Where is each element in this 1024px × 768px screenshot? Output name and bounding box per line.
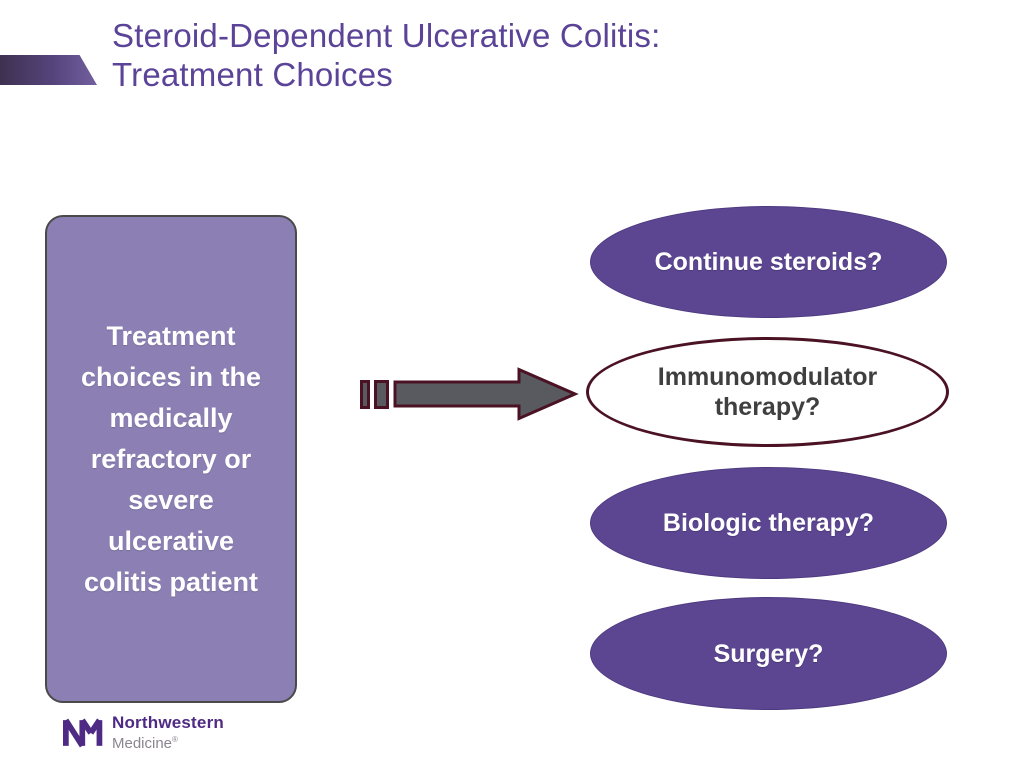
northwestern-medicine-logo: Northwestern Medicine® [63, 714, 224, 752]
registered-mark: ® [172, 735, 178, 744]
page-title-line1: Steroid-Dependent Ulcerative Colitis: [112, 17, 661, 54]
patient-box-text-line: ulcerative [107, 525, 235, 556]
option-ellipse-surgery: Surgery? [590, 597, 947, 710]
option-ellipse-immunomodulator-therapy: Immunomodulator therapy? [586, 337, 949, 447]
option-ellipse-biologic-therapy: Biologic therapy? [590, 467, 947, 579]
page-title: Steroid-Dependent Ulcerative Colitis: Tr… [112, 16, 972, 94]
option-label: Immunomodulator therapy? [657, 363, 878, 421]
patient-description-box: Treatment choices in the medically refra… [45, 215, 297, 703]
logo-wordmark: Northwestern Medicine® [112, 714, 224, 752]
patient-box-text-line: medically [109, 402, 233, 433]
logo-org-name: Northwestern [112, 713, 224, 732]
patient-box-text-line: refractory or [90, 443, 252, 474]
patient-box-text-line: Treatment [106, 320, 236, 351]
header-accent-stripe [0, 55, 97, 85]
option-label: Continue steroids? [654, 248, 883, 276]
nm-monogram-icon [63, 718, 103, 748]
patient-box-text-line: choices in the [80, 361, 262, 392]
patient-box-text-line: severe [128, 484, 214, 515]
option-label: Biologic therapy? [662, 509, 875, 537]
logo-division-name: Medicine® [112, 735, 178, 752]
striped-right-arrow-icon [358, 366, 580, 422]
option-ellipse-continue-steroids: Continue steroids? [590, 206, 947, 318]
page-title-line2: Treatment Choices [112, 56, 393, 93]
patient-box-text-line: colitis patient [83, 566, 259, 597]
option-label: Surgery? [713, 639, 824, 668]
